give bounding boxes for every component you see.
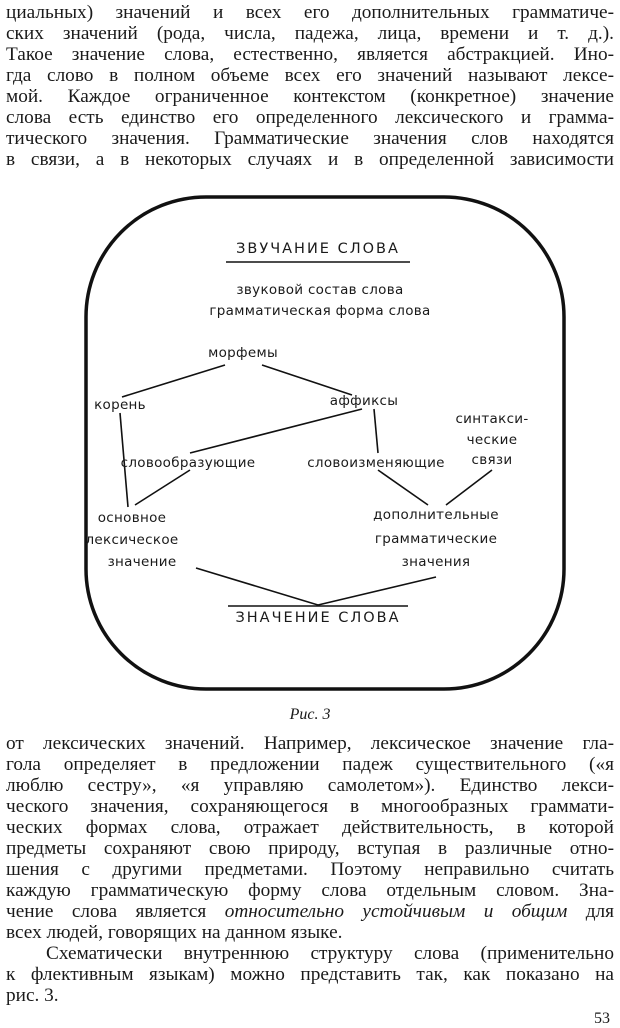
- syntactic-label-3: связи: [471, 452, 513, 468]
- text-line: предметы сохраняют свою природу, вступая…: [6, 838, 614, 859]
- sound-composition: звуковой состав слова: [236, 282, 404, 298]
- text-line: Схематически внутреннюю структуру слова …: [46, 943, 614, 964]
- text-line: всех людей, говорящих на данном языке.: [6, 922, 343, 943]
- text-line: мой. Каждое ограниченное контекстом (кон…: [6, 86, 614, 107]
- text-line: рис. 3.: [6, 985, 59, 1006]
- text-line: ческих формах слова, отражает действител…: [6, 817, 614, 838]
- line-syntactic-grammatical: [445, 469, 493, 506]
- morphemes-label: морфемы: [208, 345, 278, 361]
- lexical-label-1: основное: [97, 510, 167, 526]
- line-morphemes-root: [121, 364, 226, 398]
- lexical-label-3: значение: [107, 554, 177, 570]
- text-line: тического значения. Грамматические значе…: [6, 128, 614, 149]
- text-line: ческого значения, сохраняющегося в много…: [6, 796, 614, 817]
- text-line: Такое значение слова, естественно, являе…: [6, 44, 614, 65]
- figure-caption: Рис. 3: [289, 706, 331, 723]
- root-label: корень: [94, 397, 146, 413]
- text-line: ских значений (рода, числа, падежа, лица…: [6, 23, 614, 44]
- page-number: 53: [594, 1010, 610, 1027]
- line-affixes-derivational: [189, 408, 363, 454]
- text-line: к флективным языкам) можно представить т…: [6, 964, 614, 985]
- bottom-paragraph: от лексических значений. Например, лекси…: [6, 733, 614, 1006]
- text-line: циальных) значений и всех его дополнител…: [6, 2, 614, 23]
- grammatical-form: грамматическая форма слова: [209, 303, 431, 319]
- inflectional-label: словоизменяющие: [307, 455, 445, 471]
- derivational-label: словообразующие: [120, 455, 256, 471]
- text-line: гда слово в полном объеме всех его значе…: [6, 65, 614, 86]
- line-inflectional-grammatical: [377, 469, 429, 506]
- sound-title: ЗВУЧАНИЕ СЛОВА: [236, 241, 400, 257]
- line-derivational-lexical: [134, 469, 191, 506]
- text-run: для: [567, 901, 614, 922]
- diagram-frame: [84, 195, 566, 691]
- affixes-label: аффиксы: [329, 393, 399, 409]
- text-run: чение слова является: [6, 901, 225, 922]
- lexical-label-2: лексическое: [85, 532, 179, 548]
- text-line: люблю сестру», «я управляю самолетом»). …: [6, 775, 614, 796]
- word-structure-diagram: ЗВУЧАНИЕ СЛОВА звуковой состав слова гра…: [0, 185, 620, 705]
- line-affixes-inflectional: [373, 408, 379, 454]
- line-morphemes-affixes: [261, 364, 353, 396]
- text-line: слова есть единство его определенного ле…: [6, 107, 614, 128]
- text-line: в связи, а в некоторых случаях и в опред…: [6, 149, 614, 170]
- grammatical-label-2: грамматические: [374, 531, 498, 547]
- meaning-title: ЗНАЧЕНИЕ СЛОВА: [235, 610, 401, 626]
- emphasis-text: относительно устойчивым и общим: [224, 901, 568, 922]
- line-grammatical-meaning: [317, 576, 437, 606]
- text-line-italic: чение слова является относительно устойч…: [6, 901, 614, 922]
- top-paragraph: циальных) значений и всех его дополнител…: [6, 2, 614, 170]
- line-root-lexical: [119, 412, 129, 508]
- diagram-lines: [84, 195, 566, 691]
- text-line: каждую грамматическую форму слова отдель…: [6, 880, 614, 901]
- syntactic-label-1: синтакси-: [455, 411, 529, 427]
- grammatical-label-1: дополнительные: [373, 507, 499, 523]
- syntactic-label-2: ческие: [466, 432, 518, 448]
- text-line: шения с другими предметами. Поэтому непр…: [6, 859, 614, 880]
- text-line: гола определяет в предложении падеж суще…: [6, 754, 614, 775]
- grammatical-label-3: значения: [401, 554, 471, 570]
- line-lexical-meaning: [195, 567, 319, 606]
- text-line: от лексических значений. Например, лекси…: [6, 733, 614, 754]
